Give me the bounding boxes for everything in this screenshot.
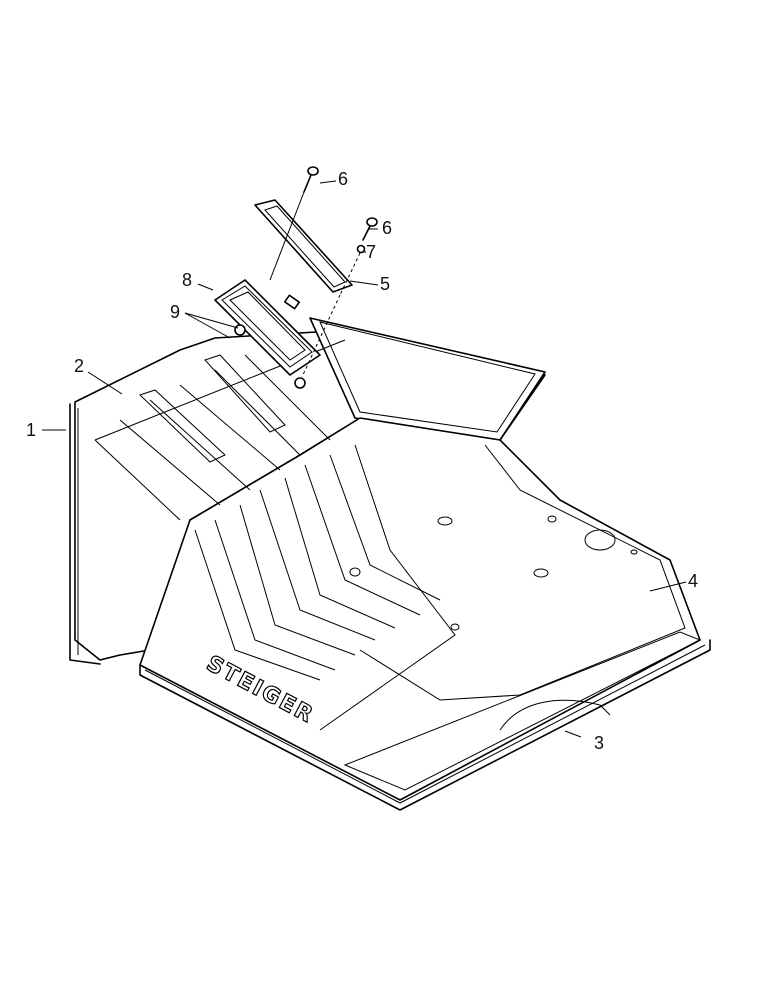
washer-8 bbox=[301, 244, 366, 378]
callout-7: 9 bbox=[170, 302, 181, 322]
callout-6-upper: 6 bbox=[338, 169, 349, 189]
fastener-7a bbox=[234, 324, 246, 336]
fastener-7b bbox=[294, 377, 306, 389]
bolt-6-lower bbox=[362, 217, 378, 241]
floor-ribs bbox=[194, 444, 456, 731]
callout-4: 4 bbox=[688, 571, 699, 591]
leader-lines bbox=[42, 180, 687, 738]
callout-2: 2 bbox=[74, 356, 85, 376]
callout-9: 8 bbox=[182, 270, 193, 290]
callout-6-lower: 6 bbox=[382, 218, 393, 238]
callout-3: 3 bbox=[594, 733, 605, 753]
bolt-6-upper bbox=[269, 166, 319, 281]
retainer-plate bbox=[254, 199, 353, 293]
callout-1: 1 bbox=[26, 420, 37, 440]
callout-5: 5 bbox=[380, 274, 391, 294]
pedal-pad bbox=[214, 279, 321, 376]
callout-8: 7 bbox=[366, 242, 377, 262]
main-floor-mat: STEIGER bbox=[94, 339, 711, 811]
